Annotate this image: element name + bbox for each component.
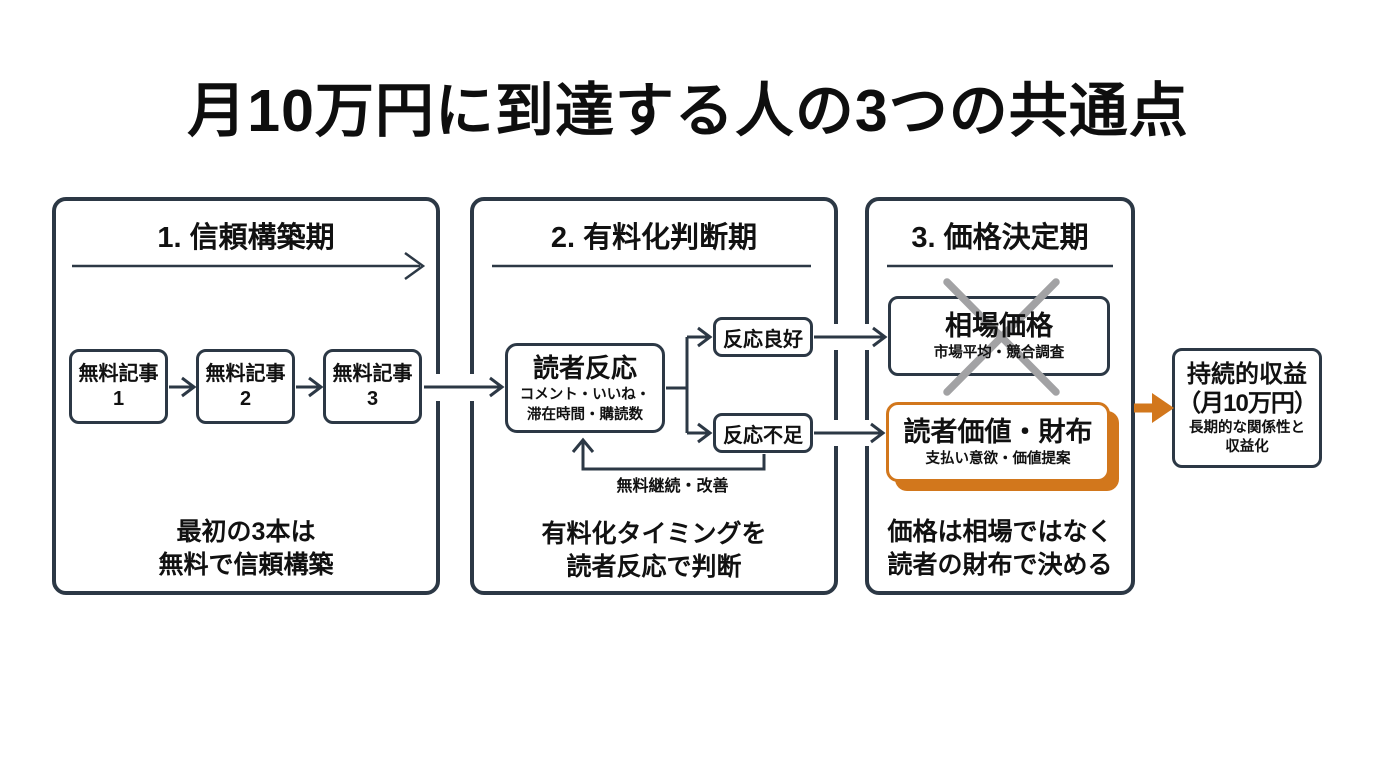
market-price-title: 相場価格: [945, 310, 1053, 341]
reader-value-title: 読者価値・財布: [903, 416, 1093, 447]
sustainable-revenue-sub2: 収益化: [1225, 438, 1269, 455]
sustainable-revenue-title: 持続的収益: [1187, 360, 1307, 388]
sustainable-revenue-box: 持続的収益 （月10万円） 長期的な関係性と 収益化: [1172, 348, 1322, 468]
free-article-2-box: 無料記事 2: [196, 349, 295, 424]
reader-response-sub1: コメント・いいね・: [519, 386, 651, 403]
free-article-3-box: 無料記事 3: [323, 349, 422, 424]
reader-response-sub2: 滞在時間・購読数: [527, 406, 643, 423]
poor-response-box: 反応不足: [713, 413, 813, 453]
free-article-3-number: 3: [366, 387, 379, 410]
free-article-3-label: 無料記事: [332, 362, 413, 385]
reader-response-box: 読者反応 コメント・いいね・ 滞在時間・購読数: [505, 343, 665, 433]
panel1-caption: 最初の3本は 無料で信頼構築: [52, 516, 440, 582]
page-title: 月10万円に到達する人の3つの共通点: [187, 78, 1189, 144]
panel2-caption-line2: 読者反応で判断: [566, 553, 742, 581]
panel3-caption-line1: 価格は相場ではなく: [887, 518, 1113, 546]
panel2-caption: 有料化タイミングを 読者反応で判断: [470, 518, 838, 584]
panel3-caption-line2: 読者の財布で決める: [887, 551, 1113, 579]
reader-value-box: 読者価値・財布 支払い意欲・価値提案: [886, 402, 1110, 482]
market-price-box: 相場価格 市場平均・競合調査: [888, 296, 1110, 376]
panel3-caption: 価格は相場ではなく 読者の財布で決める: [865, 516, 1135, 582]
panel-price-setting: [865, 197, 1135, 595]
panel2-caption-line1: 有料化タイミングを: [541, 520, 767, 548]
free-article-2-label: 無料記事: [205, 362, 286, 385]
reader-value-sub: 支払い意欲・価値提案: [925, 450, 1071, 467]
panel1-heading: 1. 信頼構築期: [157, 222, 335, 254]
reader-response-title: 読者反応: [532, 352, 637, 383]
panel1-caption-line2: 無料で信頼構築: [158, 551, 334, 579]
result-arrowhead-icon: [1152, 393, 1174, 423]
good-response-box: 反応良好: [713, 317, 813, 357]
free-article-2-number: 2: [239, 387, 252, 410]
free-article-1-box: 無料記事 1: [69, 349, 168, 424]
panel1-caption-line1: 最初の3本は: [176, 518, 316, 546]
free-article-1-number: 1: [112, 387, 125, 410]
panel3-heading: 3. 価格決定期: [911, 222, 1089, 254]
panel2-heading: 2. 有料化判断期: [550, 222, 758, 254]
sustainable-revenue-amount: （月10万円）: [1177, 389, 1318, 417]
free-article-1-label: 無料記事: [78, 362, 159, 385]
feedback-loop-label: 無料継続・改善: [616, 478, 729, 495]
market-price-sub: 市場平均・競合調査: [933, 344, 1065, 361]
sustainable-revenue-sub1: 長期的な関係性と: [1189, 419, 1305, 436]
